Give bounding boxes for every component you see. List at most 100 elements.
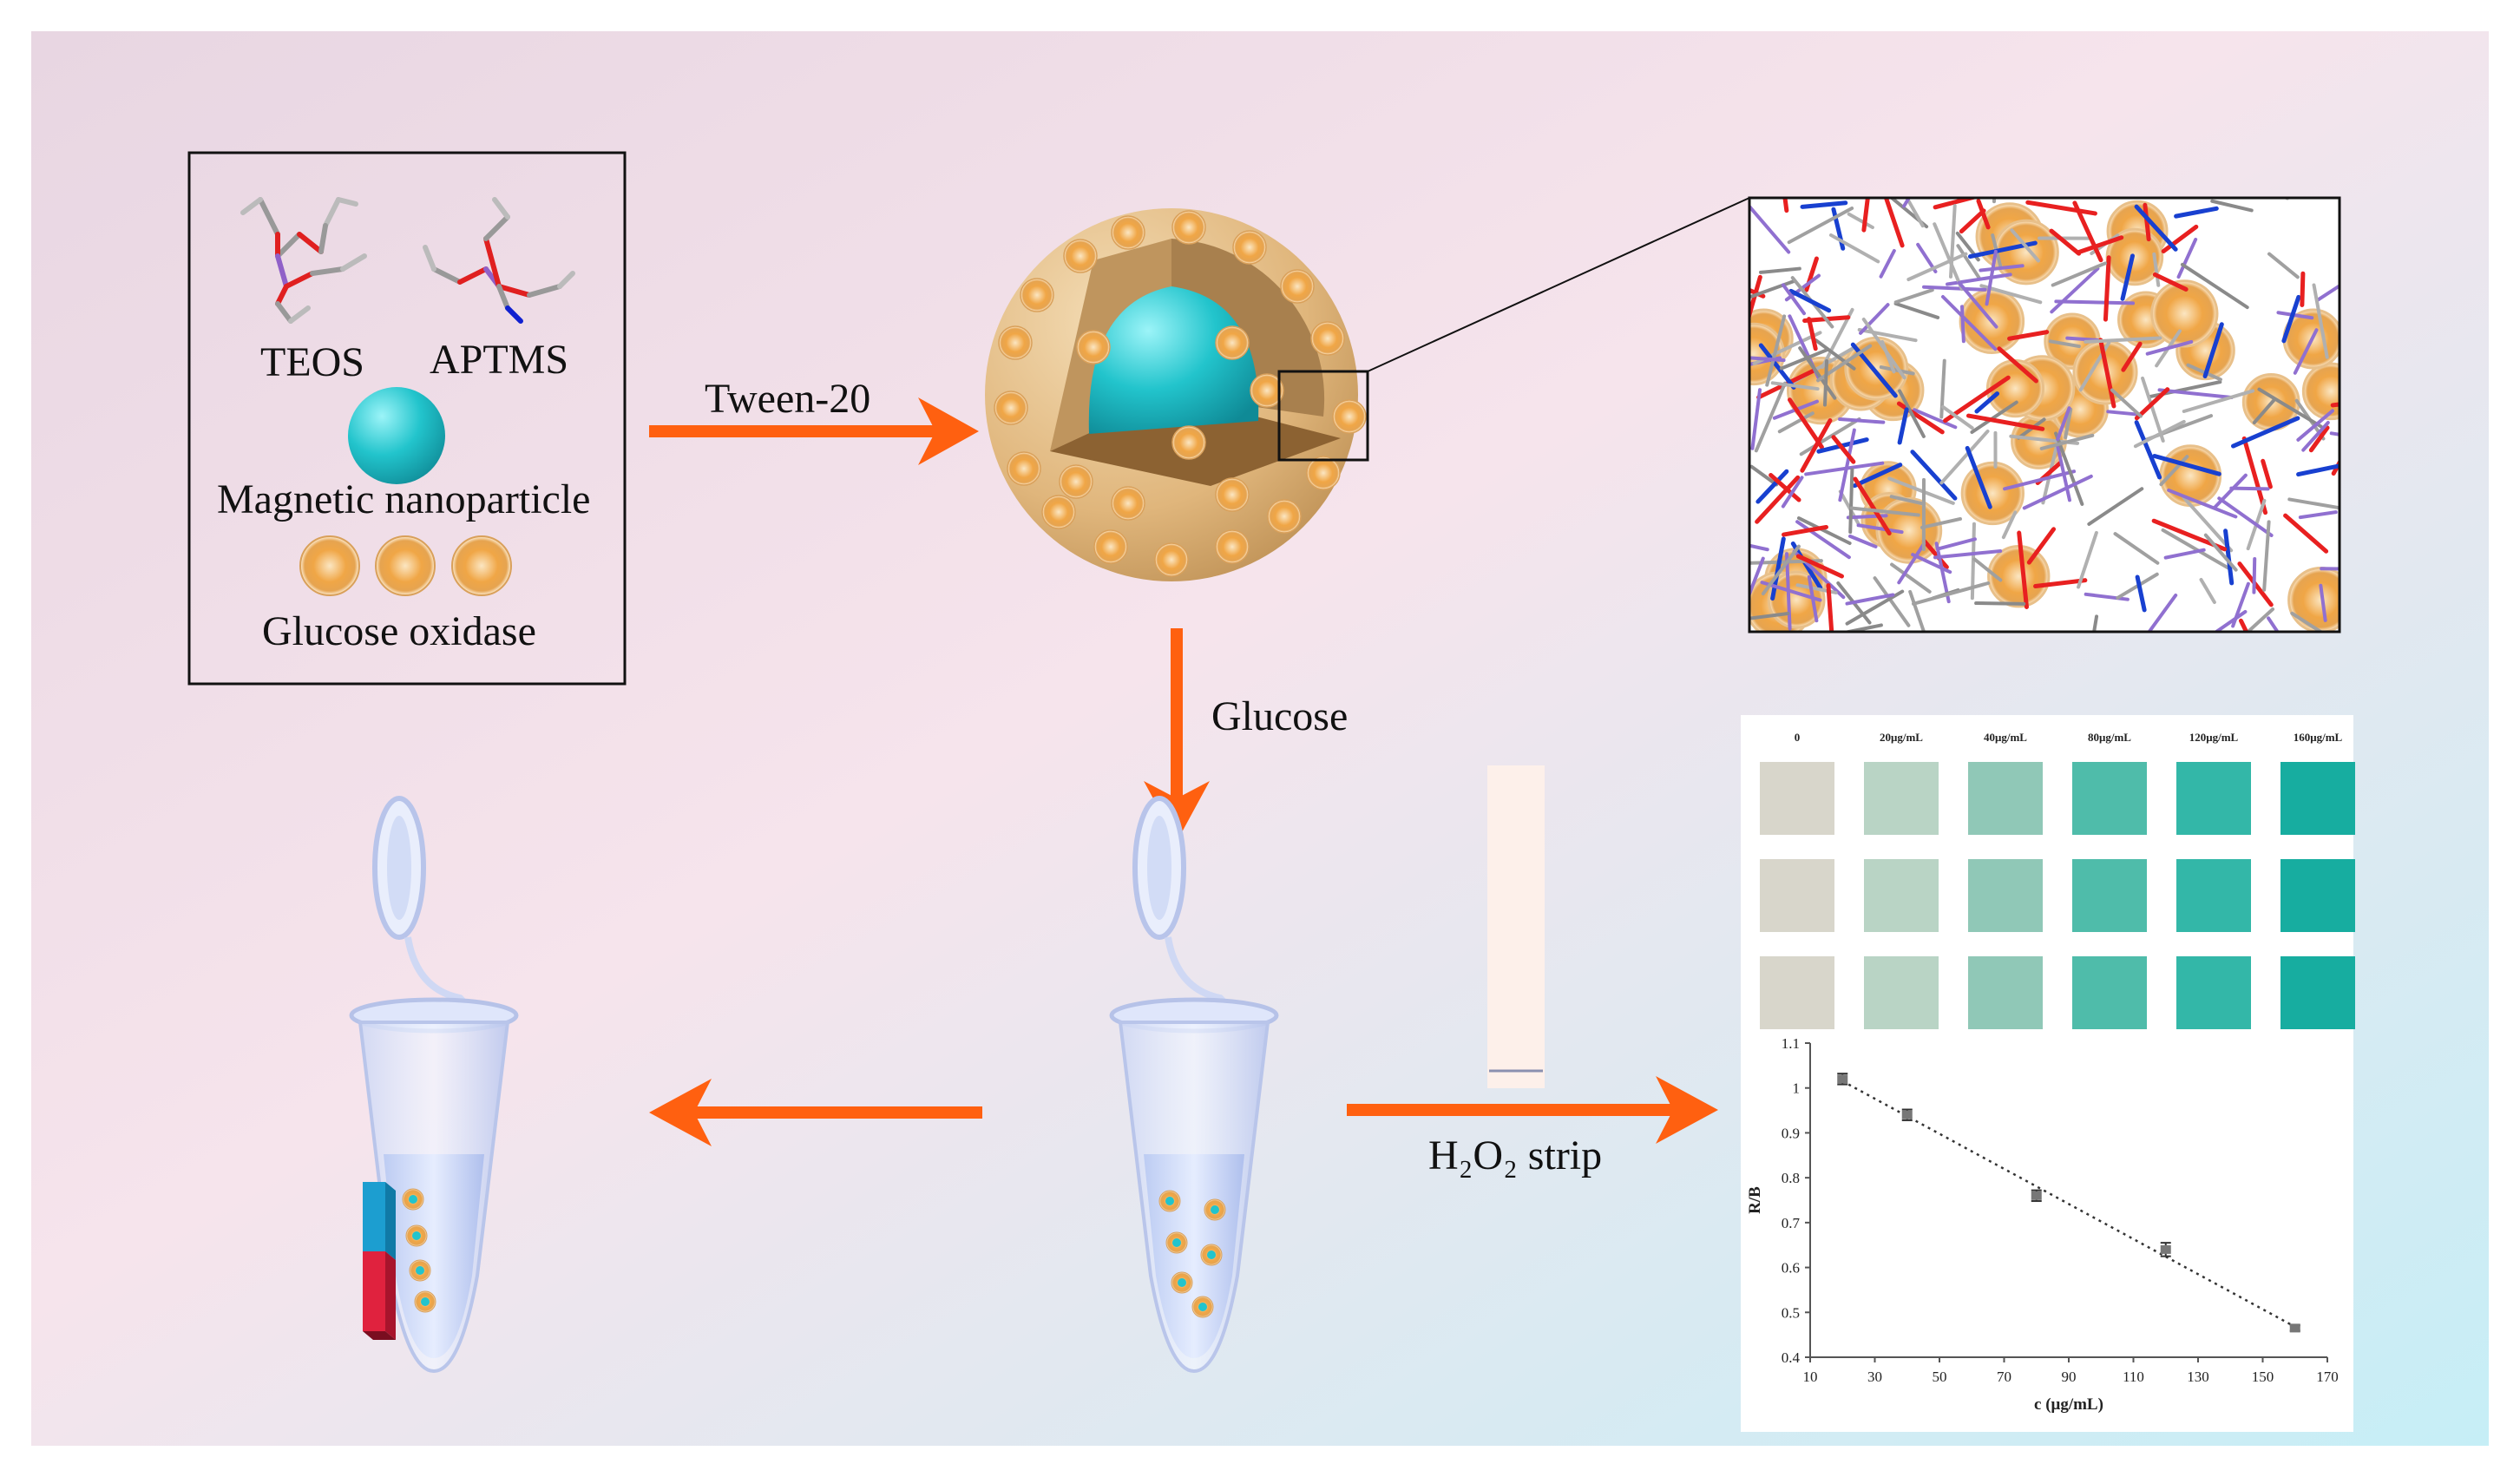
network-bond — [2261, 458, 2273, 489]
enzyme-particle — [1310, 321, 1345, 356]
network-bond — [2267, 616, 2280, 632]
network-bond — [2001, 510, 2018, 540]
color-swatch — [2280, 956, 2355, 1029]
network-bond — [2143, 202, 2151, 242]
network-bond — [2092, 614, 2099, 632]
enzyme-particle — [1215, 325, 1250, 360]
network-bond — [2267, 252, 2300, 279]
network-bond — [1965, 413, 2045, 431]
network-bond — [1893, 288, 1934, 305]
network-bond — [2182, 389, 2255, 413]
network-bond — [1838, 428, 1856, 502]
enzyme-particle — [1332, 399, 1367, 434]
network-bond — [1965, 445, 1992, 509]
color-swatch — [2280, 762, 2355, 835]
network-bond — [1822, 358, 1829, 407]
enzyme-particle — [1020, 278, 1054, 312]
color-swatch — [1968, 859, 2043, 932]
color-swatch — [2072, 956, 2147, 1029]
y-tick-label: 0.6 — [1782, 1260, 1800, 1277]
color-swatch — [2072, 762, 2147, 835]
network-bond — [2033, 578, 2088, 589]
network-bond — [1788, 397, 1824, 450]
reagents-box — [187, 151, 627, 686]
network-bond — [2213, 473, 2248, 509]
network-bond — [1828, 233, 1880, 264]
x-tick-label: 110 — [2123, 1369, 2144, 1385]
swatch-header: 40μg/mL — [1984, 731, 2027, 744]
network-bond — [2210, 199, 2254, 213]
network-bond — [1890, 562, 1932, 594]
network-bond — [2163, 548, 2206, 560]
network-bond — [1933, 548, 2003, 560]
y-tick-label: 1 — [1793, 1080, 1801, 1097]
network-bond — [1798, 346, 1837, 400]
network-bond — [1957, 280, 1998, 329]
glucose-oxidase-label: Glucose oxidase — [262, 608, 536, 654]
arrow-tween — [649, 397, 979, 465]
network-bond — [1758, 266, 1801, 274]
network-bond — [1749, 464, 1779, 487]
network-bond — [1933, 198, 1980, 210]
enzyme-particle — [1232, 230, 1267, 265]
glucose-label: Glucose — [1211, 693, 1349, 739]
network-bond — [1873, 576, 1911, 627]
data-point — [2160, 1244, 2171, 1254]
network-bond — [2051, 261, 2108, 287]
network-bond — [1749, 279, 1795, 299]
network-bond — [2134, 204, 2178, 252]
data-point — [2031, 1191, 2042, 1200]
network-bond — [2176, 237, 2198, 279]
network-bond — [2050, 266, 2100, 314]
network-bond — [2152, 252, 2161, 287]
network-bond — [1781, 283, 1806, 316]
y-tick-label: 0.9 — [1782, 1125, 1800, 1141]
glucose-oxidase-icon — [299, 535, 512, 596]
network-bond — [2298, 510, 2338, 520]
network-bond — [1921, 285, 1987, 292]
network-bond — [2025, 200, 2097, 216]
enzyme-particle — [1093, 529, 1128, 564]
network-bond — [1749, 543, 1769, 552]
network-bond — [1814, 338, 1856, 371]
network-bond — [1934, 542, 1951, 604]
y-tick-label: 0.5 — [1782, 1304, 1800, 1321]
network-bond — [1920, 516, 1962, 529]
network-bond — [1750, 388, 1762, 450]
color-swatch — [1864, 762, 1939, 835]
network-bond — [1831, 435, 1856, 464]
network-bond — [1807, 317, 1818, 351]
x-axis-label: c (μg/mL) — [2034, 1395, 2103, 1414]
network-bond — [1795, 554, 1845, 579]
swatch-header: 20μg/mL — [1880, 731, 1923, 744]
network-bond — [1939, 429, 1990, 485]
enzyme-particle — [994, 391, 1028, 425]
network-bond — [2238, 618, 2249, 632]
network-bond — [2159, 455, 2189, 487]
x-tick-label: 30 — [1867, 1369, 1882, 1385]
enzyme-particle — [1063, 239, 1098, 273]
y-tick-label: 1.1 — [1782, 1035, 1800, 1052]
magnet-icon — [363, 1182, 396, 1340]
network-bond — [1769, 472, 1801, 502]
enzyme-particle — [1059, 464, 1093, 499]
zoom-connector-top — [1367, 197, 1750, 372]
strip-text: strip — [1527, 1132, 1603, 1178]
network-bond — [1760, 581, 1822, 602]
network-bond — [2076, 235, 2124, 255]
network-bond — [1976, 199, 1991, 230]
enzyme-particle — [1215, 529, 1250, 564]
network-bond — [1897, 542, 1926, 585]
color-swatch — [1864, 956, 1939, 1029]
enzyme-particle — [1250, 373, 1284, 408]
zoom-region-box — [1277, 370, 1369, 462]
network-bond — [1790, 541, 1823, 590]
network-bond — [2157, 388, 2234, 400]
network-bond — [1972, 557, 2003, 582]
network-bond — [2110, 388, 2143, 418]
teos-molecule-icon — [240, 197, 367, 324]
x-tick-label: 50 — [1933, 1369, 1947, 1385]
network-enzyme — [2301, 362, 2340, 421]
